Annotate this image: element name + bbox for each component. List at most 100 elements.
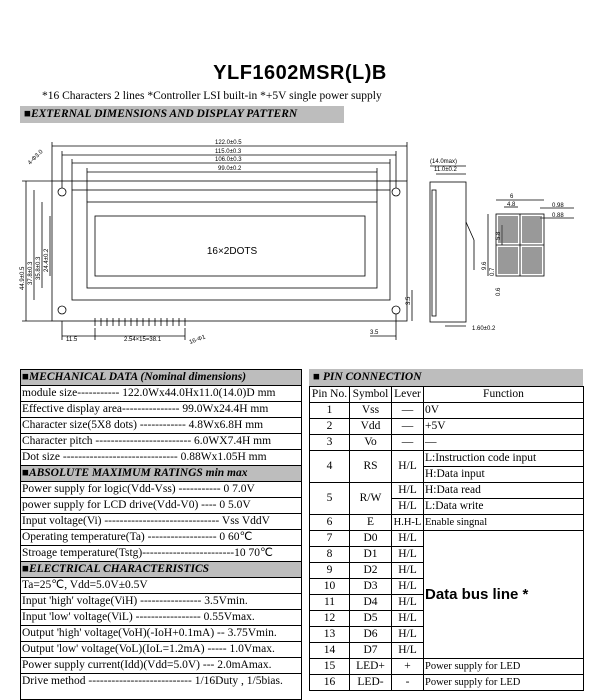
dim-label: 9.6 bbox=[482, 261, 488, 270]
pin-symbol: Vss bbox=[349, 402, 392, 419]
table-row: 13 D6 H/L bbox=[309, 626, 584, 643]
pin-connection-header: ■ PIN CONNECTION bbox=[309, 369, 583, 386]
pin-symbol: D3 bbox=[349, 578, 392, 595]
table-row: 12 D5 H/L bbox=[309, 610, 584, 627]
pin-symbol: D0 bbox=[349, 530, 392, 547]
pin-function: L:Data write bbox=[423, 498, 584, 515]
pin-function: — bbox=[423, 434, 584, 451]
pin-symbol: LED+ bbox=[349, 658, 392, 675]
table-header-row: Pin No. Symbol Lever Function bbox=[309, 386, 584, 403]
table-row: 7 D0 H/L Data bus line * bbox=[309, 530, 584, 659]
dim-label: 2.54×15=38.1 bbox=[124, 337, 162, 343]
pin-number: 14 bbox=[309, 642, 350, 659]
module-outline bbox=[51, 180, 408, 322]
dim-label: 99.0±0.2 bbox=[218, 166, 242, 172]
dim-label: 24.4±0.2 bbox=[44, 248, 50, 272]
dim-label: 3.5 bbox=[406, 296, 412, 305]
spec-row: Ta=25℃, Vdd=5.0V±0.5V bbox=[21, 578, 301, 594]
pin-function: +5V bbox=[423, 418, 584, 435]
pin-symbol: D5 bbox=[349, 610, 392, 627]
pin-number: 12 bbox=[309, 610, 350, 627]
table-row: 14 D7 H/L bbox=[309, 642, 584, 659]
dim-label: 0.98 bbox=[552, 203, 564, 209]
section-header-external: ■EXTERNAL DIMENSIONS AND DISPLAY PATTERN bbox=[20, 106, 344, 123]
pin-number: 9 bbox=[309, 562, 350, 579]
spec-row: Dot size ------------------------------ … bbox=[21, 450, 301, 466]
pin-number: 4 bbox=[309, 450, 350, 483]
column-header: Pin No. bbox=[309, 386, 350, 403]
pin-level: H/L bbox=[391, 610, 424, 627]
display-pattern-label: 16×2DOTS bbox=[207, 246, 258, 257]
table-row: 15 LED+ + Power supply for LED bbox=[309, 658, 584, 675]
column-header: Symbol bbox=[349, 386, 392, 403]
absolute-header: ■ABSOLUTE MAXIMUM RATINGS min max bbox=[21, 466, 301, 482]
pin-level: - bbox=[391, 674, 424, 691]
pin-number: 2 bbox=[309, 418, 350, 435]
spec-row: Power supply current(Idd)(Vdd=5.0V) --- … bbox=[21, 658, 301, 674]
mount-hole bbox=[391, 305, 401, 315]
pin-number: 16 bbox=[309, 674, 350, 691]
pin-level: H/L bbox=[391, 642, 424, 659]
mechanical-header: ■MECHANICAL DATA (Nominal dimensions) bbox=[21, 370, 301, 386]
dim-label: 5.8 bbox=[496, 231, 502, 240]
column-header: Lever bbox=[391, 386, 424, 403]
spec-row: Drive method ---------------------------… bbox=[22, 675, 283, 687]
pin-function: Power supply for LED bbox=[423, 674, 584, 691]
specs-table: ■MECHANICAL DATA (Nominal dimensions) mo… bbox=[20, 369, 302, 700]
dim-label: 4.8 bbox=[507, 202, 516, 208]
pin-symbol: LED- bbox=[349, 674, 392, 691]
pin-level: H/L bbox=[391, 546, 424, 563]
viewing-area bbox=[86, 201, 378, 289]
spec-row: Input 'low' voltage(ViL) ---------------… bbox=[21, 610, 301, 626]
active-area bbox=[94, 215, 366, 277]
pin-level: H/L bbox=[391, 626, 424, 643]
dim-label: 0.7 bbox=[490, 267, 496, 276]
pin-function: Power supply for LED bbox=[423, 658, 584, 675]
mount-hole bbox=[391, 187, 401, 197]
pin-table: Pin No. Symbol Lever Function 1 Vss — 0V… bbox=[309, 386, 584, 691]
pin-level: H/L bbox=[391, 450, 424, 483]
table-row: 6 E H.H-L Enable singnal bbox=[309, 514, 584, 531]
pin-level: H/L bbox=[391, 482, 424, 499]
spec-row: Operating temperature(Ta) --------------… bbox=[21, 530, 301, 546]
dim-label: 122.0±0.5 bbox=[215, 140, 242, 146]
table-row: 16 LED- - Power supply for LED bbox=[309, 674, 584, 691]
mount-hole bbox=[57, 187, 67, 197]
spec-row: module size----------- 122.0Wx44.0Hx11.0… bbox=[21, 386, 301, 402]
mount-hole bbox=[57, 305, 67, 315]
pin-symbol: D2 bbox=[349, 562, 392, 579]
table-row: 3 Vo — — bbox=[309, 434, 584, 451]
pin-level: H/L bbox=[391, 498, 424, 515]
pin-level: H/L bbox=[391, 530, 424, 547]
pin-function: Enable singnal bbox=[423, 514, 584, 531]
dim-label: 0.88 bbox=[552, 213, 564, 219]
table-row: 5 R/W H/L H:Data read bbox=[309, 482, 584, 515]
pin-symbol: D6 bbox=[349, 626, 392, 643]
pin-symbol: D7 bbox=[349, 642, 392, 659]
dim-label: 115.0±0.3 bbox=[215, 149, 242, 155]
pin-number: 7 bbox=[309, 530, 350, 547]
spec-row: Stroage temperature(Tstg)---------------… bbox=[21, 546, 301, 562]
page-subtitle: *16 Characters 2 lines *Controller LSI b… bbox=[42, 90, 382, 102]
dot-pattern bbox=[498, 216, 542, 274]
table-row: 1 Vss — 0V bbox=[309, 402, 584, 419]
pin-connection: ■ PIN CONNECTION Pin No. Symbol Lever Fu… bbox=[309, 369, 584, 691]
pin-function: H:Data input bbox=[423, 466, 584, 483]
table-row: 11 D4 H/L bbox=[309, 594, 584, 611]
pin-symbol: D4 bbox=[349, 594, 392, 611]
dim-label: (14.0max) bbox=[430, 159, 457, 165]
pin-function: L:Instruction code input bbox=[423, 450, 584, 467]
pin-number: 13 bbox=[309, 626, 350, 643]
spec-row: Character size(5X8 dots) ------------ 4.… bbox=[21, 418, 301, 434]
pin-symbol: Vdd bbox=[349, 418, 392, 435]
spec-row: Input 'high' voltage(ViH) --------------… bbox=[21, 594, 301, 610]
pin-number: 10 bbox=[309, 578, 350, 595]
spec-row: Power supply for logic(Vdd-Vss) --------… bbox=[21, 482, 301, 498]
pin-number: 15 bbox=[309, 658, 350, 675]
dim-label: 37.8±0.3 bbox=[28, 261, 34, 285]
spec-row: Output 'high' voltage(VoH)(-IoH+0.1mA) -… bbox=[21, 626, 301, 642]
dimension-drawing: 122.0±0.5 115.0±0.3 106.0±0.3 99.0±0.2 4… bbox=[20, 140, 574, 346]
spec-row: power supply for LCD drive(Vdd-V0) ---- … bbox=[21, 498, 301, 514]
pin-number: 8 bbox=[309, 546, 350, 563]
dim-label: 11.0±0.2 bbox=[434, 167, 458, 173]
